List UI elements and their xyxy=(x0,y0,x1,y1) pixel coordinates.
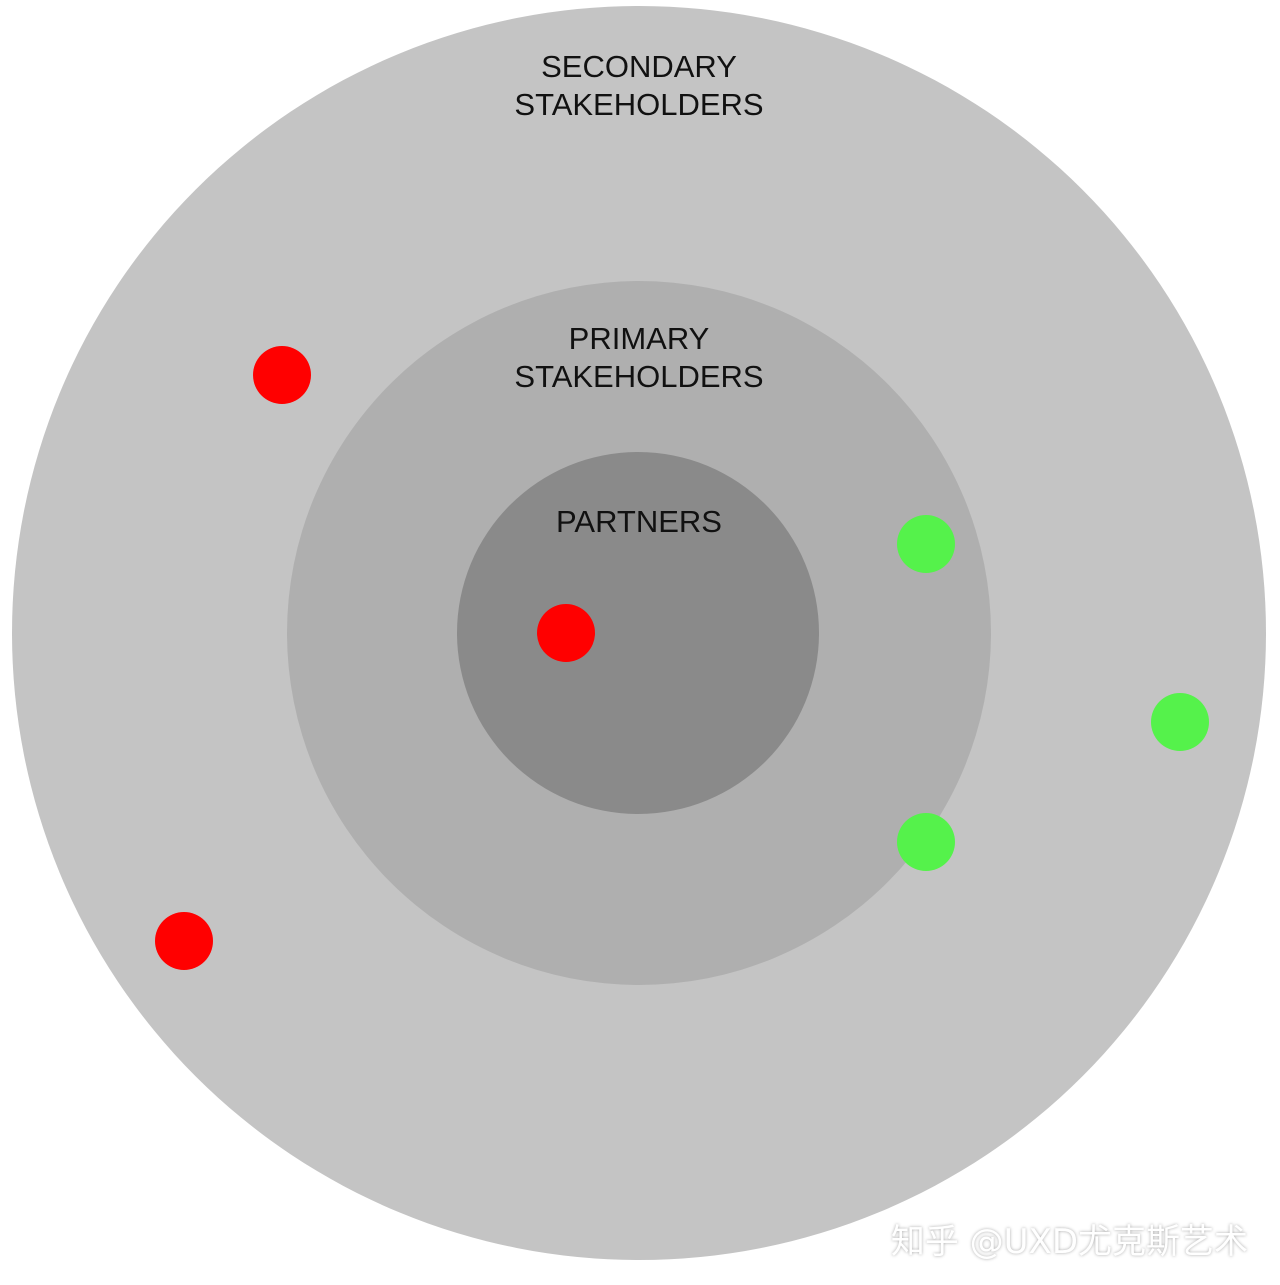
primary-label-line1: PRIMARY xyxy=(569,321,710,356)
partners-label: PARTNERS xyxy=(556,504,722,539)
stakeholder-markers xyxy=(155,346,1209,970)
secondary-label-line1: SECONDARY xyxy=(541,49,737,84)
stakeholder-marker xyxy=(253,346,311,404)
stakeholder-marker xyxy=(1151,693,1209,751)
watermark: 知乎 @UXD尤克斯艺术 xyxy=(890,1222,1248,1262)
stakeholder-marker xyxy=(537,604,595,662)
partners-ring xyxy=(457,452,819,814)
stakeholder-marker xyxy=(155,912,213,970)
stakeholder-marker xyxy=(897,515,955,573)
stakeholder-marker xyxy=(897,813,955,871)
primary-label-line2: STAKEHOLDERS xyxy=(514,359,763,394)
secondary-label-line2: STAKEHOLDERS xyxy=(514,87,763,122)
